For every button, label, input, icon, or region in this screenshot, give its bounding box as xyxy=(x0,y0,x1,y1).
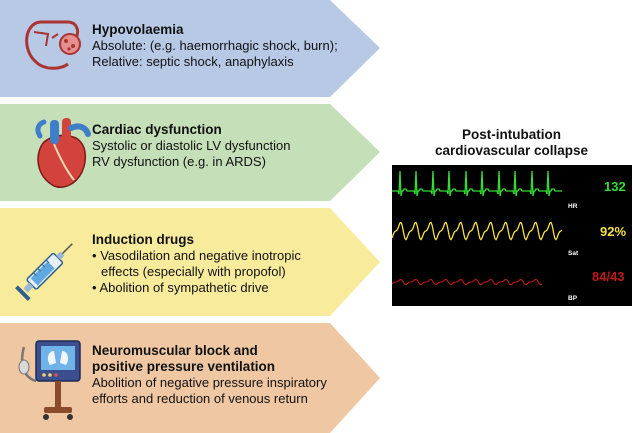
induction-bullet-2-line-1: Abolition of sympathetic drive xyxy=(99,280,269,295)
panel-arrow-shape xyxy=(0,323,380,433)
monitor-waveforms xyxy=(392,170,563,286)
bp-label: BP xyxy=(568,295,578,302)
cardiac-dysfunction-panel: Cardiac dysfunction Systolic or diastoli… xyxy=(0,104,380,201)
heart-icon xyxy=(30,114,92,197)
bullet-marker: • xyxy=(92,248,97,263)
monitor-title-line-1: Post-intubation xyxy=(462,127,561,142)
hr-value: 132 xyxy=(604,179,626,194)
induction-bullet-1-line-2: effects (especially with propofol) xyxy=(101,264,286,279)
bp-value: 84/43 xyxy=(592,269,625,284)
neuromuscular-block-panel: Neuromuscular block and positive pressur… xyxy=(0,323,380,433)
blood-vessel-icon xyxy=(18,12,90,85)
neuromuscular-title-line-1: Neuromuscular block and xyxy=(92,343,258,358)
neuromuscular-line-2: efforts and reduction of venous return xyxy=(92,391,308,406)
monitor-title: Post-intubation cardiovascular collapse xyxy=(390,127,633,159)
induction-drugs-title: Induction drugs xyxy=(92,232,194,247)
patient-monitor: HR 132 Sat 92% BP 84/43 xyxy=(392,165,632,306)
cardiac-line-rv: RV dysfunction (e.g. in ARDS) xyxy=(92,154,266,169)
sat-value: 92% xyxy=(600,224,627,239)
neuromuscular-line-1: Abolition of negative pressure inspirato… xyxy=(92,375,327,390)
panel-arrow-shape xyxy=(0,104,380,201)
cardiac-dysfunction-title: Cardiac dysfunction xyxy=(92,122,222,137)
hr-ecg-waveform xyxy=(392,170,562,197)
sat-label: Sat xyxy=(568,250,579,257)
cardiac-line-lv: Systolic or diastolic LV dysfunction xyxy=(92,138,291,153)
hypovolaemia-title: Hypovolaemia xyxy=(92,22,184,37)
ventilator-icon xyxy=(14,333,86,432)
panel-arrow-shape xyxy=(0,208,380,316)
syringe-icon xyxy=(14,230,84,309)
induction-bullet-vasodilation: • Vasodilation and negative inotropic xyxy=(92,248,301,264)
neuromuscular-title-line-2: positive pressure ventilation xyxy=(92,359,276,374)
sat-pleth-waveform xyxy=(392,221,563,241)
induction-drugs-panel: Induction drugs • Vasodilation and negat… xyxy=(0,208,380,316)
induction-bullet-sympathetic: • Abolition of sympathetic drive xyxy=(92,280,301,296)
monitor-title-line-2: cardiovascular collapse xyxy=(434,143,589,158)
hypovolaemia-line-relative: Relative: septic shock, anaphylaxis xyxy=(92,54,294,69)
bullet-marker: • xyxy=(92,280,97,295)
hypovolaemia-panel: Hypovolaemia Absolute: (e.g. haemorrhagi… xyxy=(0,0,380,97)
panel-arrow-shape xyxy=(0,0,380,97)
hypovolaemia-line-absolute: Absolute: (e.g. haemorrhagic shock, burn… xyxy=(92,38,338,53)
bp-arterial-waveform xyxy=(392,278,543,286)
induction-bullet-1-line-1: Vasodilation and negative inotropic xyxy=(100,248,301,263)
hr-label: HR xyxy=(568,203,578,210)
